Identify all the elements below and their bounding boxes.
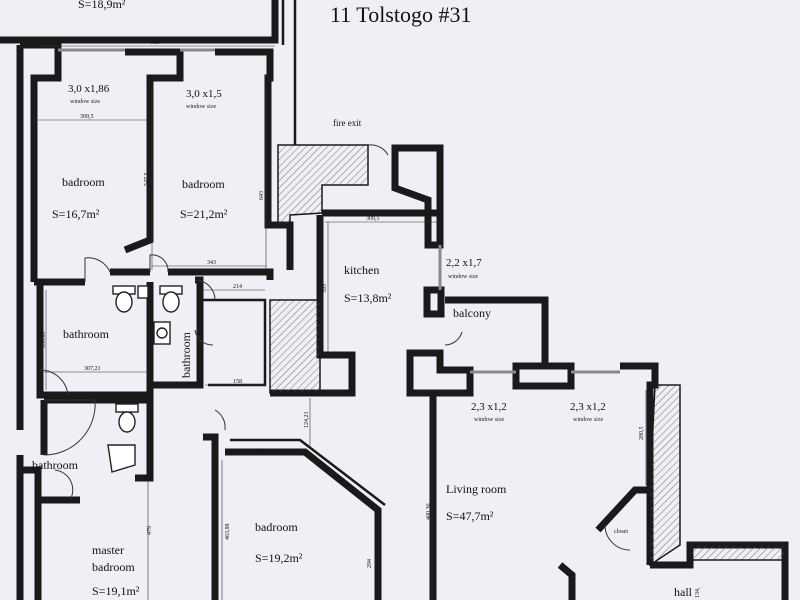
window-4-caption: window size: [474, 417, 504, 423]
dim-400-36: 400,36: [426, 504, 432, 521]
living-room-label: Living room: [446, 482, 507, 496]
toilet-bathroom-left: [112, 285, 136, 313]
window-4-size: 2,3 x1,2: [471, 401, 507, 413]
top-room-area: S=18,9m²: [78, 0, 126, 11]
bedroom-bottom-label: badroom: [255, 520, 298, 534]
hatch-living-east: [649, 384, 681, 567]
sink-bathroom-small: [153, 321, 171, 345]
doors: [39, 144, 631, 551]
dim-643: 643: [259, 191, 265, 200]
hatch-kitchen-south: [269, 299, 321, 394]
window-1-size: 3,0 x1,86: [68, 83, 110, 95]
door-bedroom-bottom: [214, 409, 226, 431]
master-bedroom-label-2: badroom: [92, 560, 135, 574]
master-bedroom-label-1: master: [92, 543, 124, 557]
window-5-caption: window size: [573, 417, 603, 423]
dimension-lines: [38, 45, 647, 600]
master-bedroom-area: S=19,1m²: [92, 584, 140, 598]
bedroom-left-label: badroom: [62, 175, 105, 189]
wall-bedroom-bottom-angled: [225, 448, 382, 600]
wall-master-divider: [135, 460, 154, 482]
hatch-fire-exit: [277, 144, 369, 226]
door-bathroom-left: [39, 369, 69, 396]
bedroom-mid-area: S=21,2m²: [180, 207, 228, 221]
dim-214: 214: [233, 284, 242, 290]
wall-balcony-pillar: [423, 286, 445, 318]
window-2-size: 3,0 x1,5: [186, 88, 222, 100]
toilet-bathroom-lower: [115, 403, 139, 433]
balcony-label: balcony: [453, 306, 491, 320]
wall-living-bottom: [557, 562, 576, 600]
wall-closet: [595, 486, 650, 533]
window-openings: [58, 48, 620, 374]
door-balcony: [444, 331, 463, 346]
dim-309-5-a: 309,5: [80, 114, 94, 120]
dim-547-5: 547,5: [144, 173, 150, 187]
hatch-hall: [689, 544, 786, 561]
sink-bathroom-left: [137, 285, 149, 299]
door-bedroom-mid: [149, 254, 169, 273]
wall-bedroom-bottom-inner: [230, 438, 386, 506]
door-bathroom-small: [194, 279, 216, 301]
hatched-walls: [269, 144, 786, 567]
dim-660: 660: [150, 40, 159, 46]
door-bathroom-lower: [43, 399, 96, 456]
dim-395: 395: [322, 284, 328, 293]
wall-living-pillar-mid: [512, 362, 575, 390]
window-3-caption: window size: [448, 274, 478, 280]
dim-479: 479: [147, 526, 153, 535]
bathroom-small-label: bathroom: [179, 331, 193, 378]
dim-124-21: 124,21: [304, 412, 310, 429]
bathtub-bathroom-lower: [107, 444, 136, 473]
plan-title: 11 Tolstogo #31: [330, 2, 471, 27]
toilet-bathroom-mid: [159, 285, 183, 313]
window-5-size: 2,3 x1,2: [570, 401, 606, 413]
wall-balcony: [445, 296, 549, 365]
kitchen-label: kitchen: [344, 263, 379, 277]
wall-bedroom-bottom-west: [203, 433, 219, 600]
wall-bedroom-divider: [123, 48, 184, 254]
dim-158: 158: [233, 379, 242, 385]
door-corridor-small: [194, 329, 214, 346]
wall-bedroom-mid-south: [168, 268, 274, 280]
bathroom-lower-label: bathroom: [32, 458, 79, 472]
dim-463-88: 463,88: [225, 524, 231, 541]
dim-261: 261: [258, 449, 267, 455]
door-fire-exit: [367, 144, 389, 156]
bedroom-mid-label: badroom: [182, 177, 225, 191]
dim-343: 343: [207, 260, 216, 266]
closet-label: closet: [614, 529, 628, 535]
bedroom-left-area: S=16,7m²: [52, 207, 100, 221]
dim-134: 134,: [695, 587, 701, 598]
dim-330-69: 330,69: [41, 332, 47, 349]
door-closet: [604, 524, 631, 551]
window-3-size: 2,2 x1,7: [446, 257, 482, 269]
wall-left-bedroom-west: [20, 41, 62, 282]
dim-307-21: 307,21: [84, 366, 101, 372]
fixtures: [107, 285, 183, 473]
window-2-caption: window size: [186, 104, 216, 110]
wall-living-pillar-left: [406, 349, 474, 397]
dim-309-5-b: 309,5: [366, 216, 380, 222]
dim-294: 294: [367, 559, 373, 568]
window-1-caption: window size: [70, 99, 100, 105]
kitchen-area: S=13,8m²: [344, 291, 392, 305]
wall-top-room: [0, 0, 279, 44]
door-bedroom-left: [84, 257, 111, 282]
wall-master-west: [16, 455, 42, 600]
bedroom-bottom-area: S=19,2m²: [255, 551, 303, 565]
hall-label: hall: [674, 585, 693, 599]
dim-280-5: 280,5: [639, 427, 645, 441]
bathroom-left-label: bathroom: [63, 327, 110, 341]
living-room-area: S=47,7m²: [446, 509, 494, 523]
fire-exit-label: fire exit: [333, 118, 362, 128]
wall-kitchen-chimney: [391, 144, 444, 249]
door-master-bath: [54, 469, 74, 501]
